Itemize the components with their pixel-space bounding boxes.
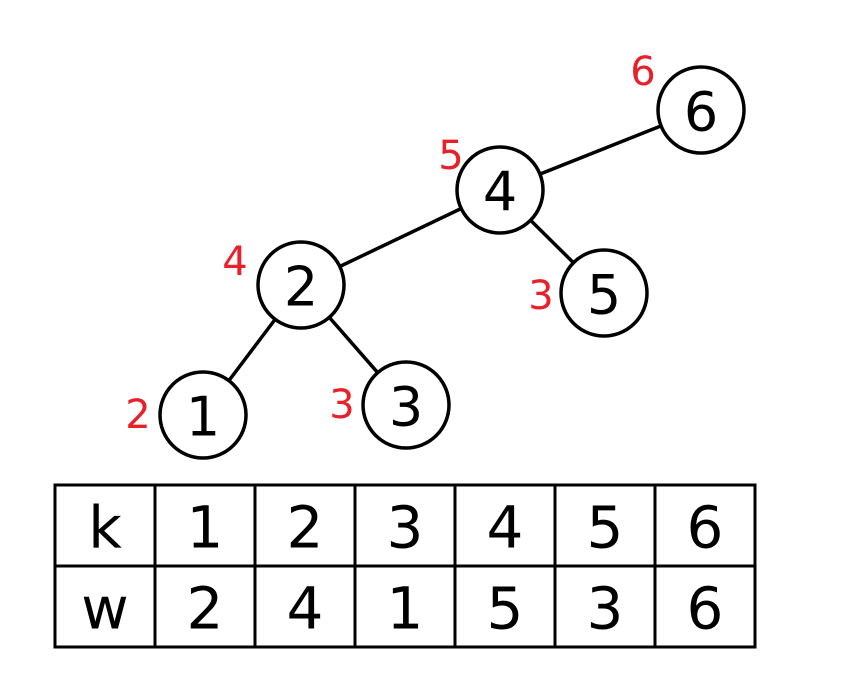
table-cell-value: 5 (487, 575, 524, 643)
node-circle (361, 360, 451, 450)
table-cell-value: 2 (287, 494, 324, 562)
table-cell (253, 483, 357, 568)
table-cell-value: 1 (187, 494, 224, 562)
table-cell-value: 4 (487, 494, 524, 562)
tree-node-2: 24 (222, 239, 346, 330)
table-row-header-label: k (88, 494, 122, 562)
node-weight-label: 3 (528, 273, 553, 319)
node-weight-label: 6 (630, 49, 655, 95)
table-row-header-cell (53, 564, 157, 649)
table-cell-value: 5 (587, 494, 624, 562)
node-key-label: 1 (186, 386, 220, 449)
node-weight-label: 5 (438, 133, 463, 179)
node-weight-label: 3 (329, 382, 354, 428)
table-cell (353, 483, 457, 568)
node-circle (158, 370, 248, 460)
tree-node-3: 33 (329, 360, 451, 450)
node-key-label: 6 (684, 81, 718, 144)
table-cell-value: 3 (587, 575, 624, 643)
node-key-label: 5 (587, 264, 621, 327)
node-weight-label: 2 (125, 392, 150, 438)
node-circle (656, 65, 746, 155)
table-cell-value: 6 (687, 575, 724, 643)
tree-node-4: 45 (438, 133, 545, 235)
table-row-header-cell (53, 483, 157, 568)
node-key-label: 2 (284, 256, 318, 319)
table-cell (553, 483, 657, 568)
node-key-label: 4 (483, 161, 517, 224)
table-row-header-label: w (81, 575, 128, 643)
table-cell-value: 2 (187, 575, 224, 643)
tree-node-5: 53 (528, 248, 649, 338)
node-weight-label: 4 (222, 239, 247, 285)
tree-node-1: 12 (125, 370, 248, 460)
table-cell (453, 564, 557, 649)
table-cell-value: 6 (687, 494, 724, 562)
table-cell-value: 4 (287, 575, 324, 643)
table-cell (353, 564, 457, 649)
table-cell (653, 564, 757, 649)
node-circle (256, 240, 346, 330)
node-key-label: 3 (389, 376, 423, 439)
table-cell-value: 3 (387, 494, 424, 562)
table-cell (653, 483, 757, 568)
node-circle (455, 145, 545, 235)
table-cell (553, 564, 657, 649)
table-cell (153, 483, 257, 568)
node-circle (559, 248, 649, 338)
table-cell-value: 1 (387, 575, 424, 643)
tree-node-6: 66 (630, 49, 746, 155)
